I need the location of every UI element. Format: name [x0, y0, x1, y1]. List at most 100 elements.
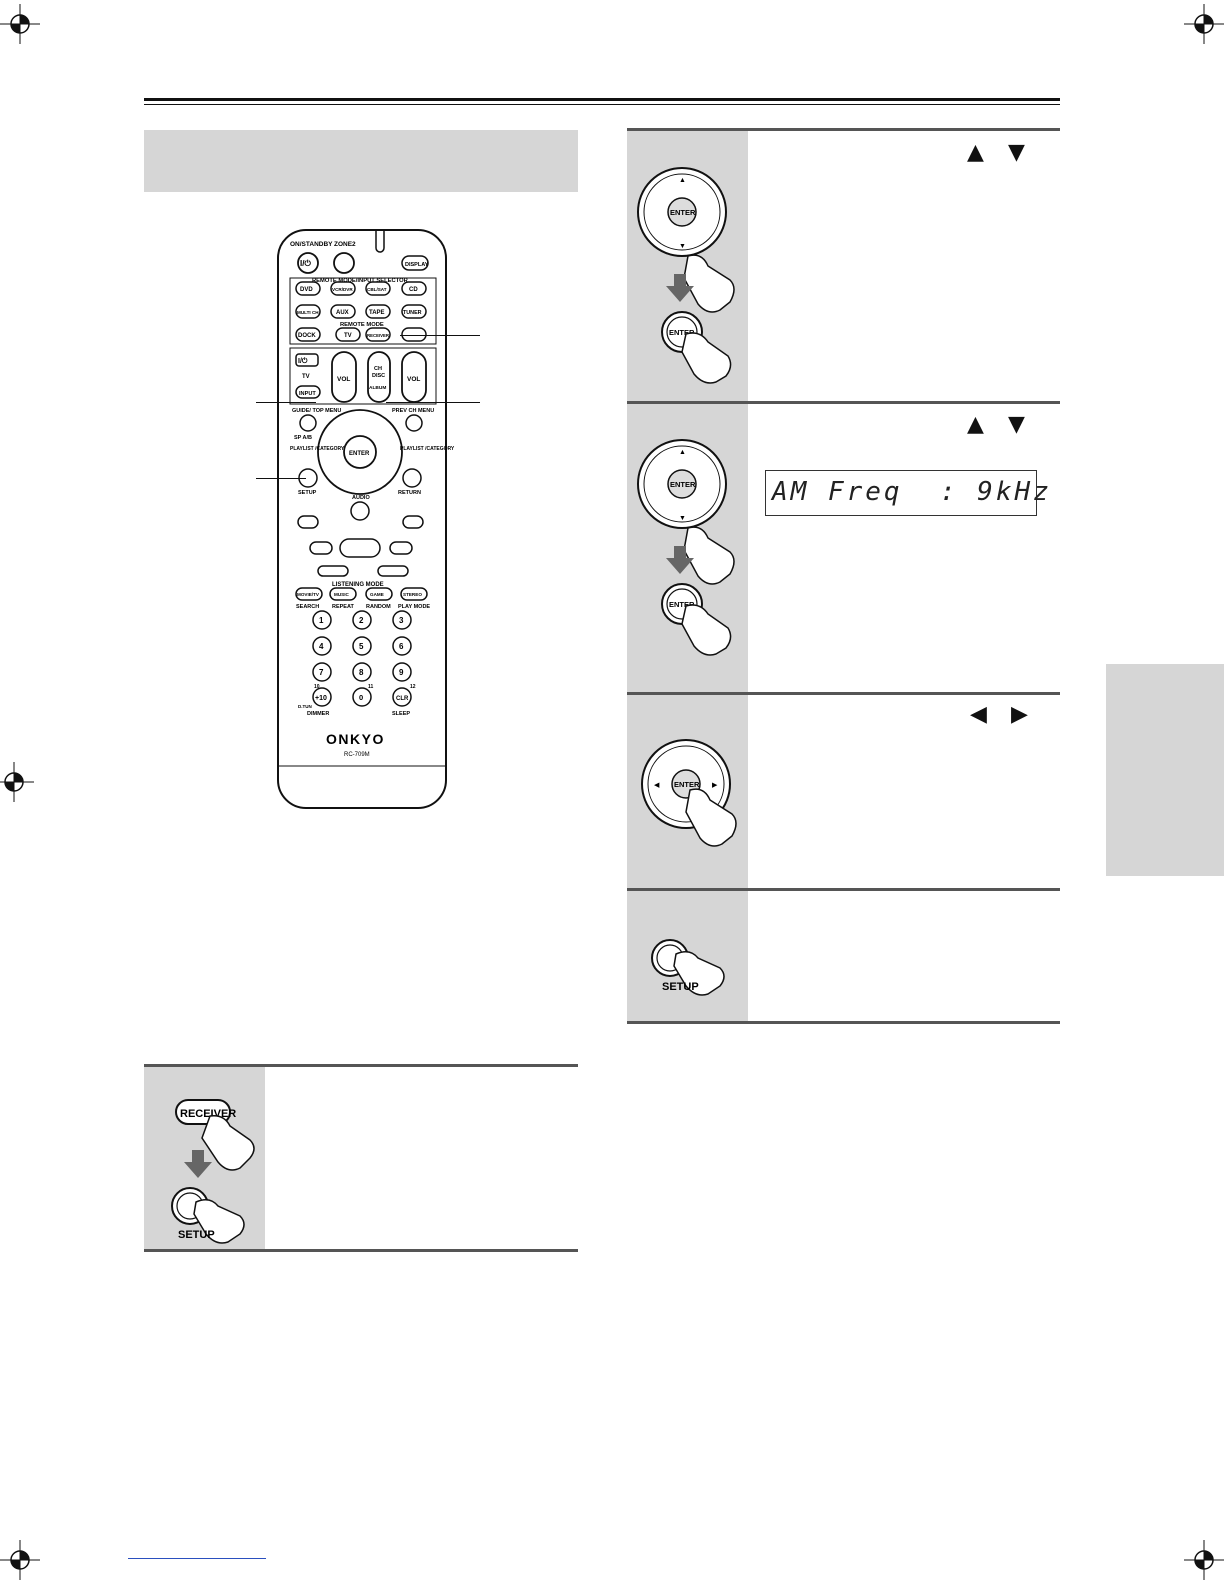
up-tick: ▲	[679, 449, 686, 456]
receiver-setup-illustration: RECEIVER SETUP	[171, 1099, 255, 1244]
remote-receiver-label: RECEIVER	[367, 333, 390, 338]
section-heading-banner	[144, 130, 578, 192]
remote-dtun-label: D.TUN	[298, 704, 312, 709]
remote-guide-label: GUIDE/ TOP MENU	[292, 408, 341, 414]
remote-zone2-button	[333, 252, 355, 274]
remote-plus10-label: +10	[315, 695, 327, 702]
footer-link-line	[128, 1558, 266, 1559]
remote-playlist-right-label: PLAYLIST /CATEGORY	[400, 446, 455, 452]
remote-number-keys: 1 2 3 4 5 6 7 8 9	[312, 610, 412, 682]
enter-down-illustration: ENTER ▲ ▼ ENTER	[637, 167, 735, 384]
enter-button-label: ENTER	[669, 328, 695, 337]
remote-multich-label: MULTI CH	[297, 310, 319, 315]
callout-line	[256, 478, 306, 479]
remote-mode-header: REMOTE MODE	[340, 322, 384, 328]
remote-on-standby-label: ON/STANDBY	[290, 241, 333, 248]
left-tick: ◀	[654, 782, 660, 789]
setup-press-illustration: SETUP	[651, 939, 725, 996]
remote-zero-label: 0	[359, 693, 363, 702]
remote-search-label: SEARCH	[296, 604, 319, 610]
left-arrow-icon: ◀	[970, 702, 987, 727]
remote-power-button	[297, 252, 319, 274]
up-arrow-icon: ▲	[967, 412, 984, 437]
remote-vol-label: VOL	[337, 376, 350, 383]
remote-tuner-label: TUNER	[403, 310, 422, 316]
enter-label: ENTER	[674, 780, 700, 789]
remote-repeat-label: REPEAT	[332, 604, 355, 610]
remote-aux-label: AUX	[336, 310, 349, 316]
down-arrow-icon: ▼	[1008, 412, 1025, 437]
remote-number-key-label: 7	[319, 668, 324, 677]
enter-label: ENTER	[670, 208, 696, 217]
remote-power-symbol: I/⏻	[300, 259, 311, 268]
remote-number-key	[392, 662, 412, 682]
remote-vol2-label: VOL	[407, 376, 420, 383]
side-tab	[1106, 664, 1224, 876]
enter-label: ENTER	[670, 480, 696, 489]
remote-disc-label: DISC	[372, 373, 385, 379]
callout-line	[400, 335, 480, 336]
lcd-display-text: AM Freq : 9kHz	[772, 477, 1052, 507]
enter-button-label: ENTER	[669, 600, 695, 609]
remote-number-key-label: 8	[359, 668, 364, 677]
remote-number-key	[352, 636, 372, 656]
remote-display-label: DISPLAY	[405, 262, 429, 268]
header-rule-thin	[144, 104, 1060, 105]
remote-tv-label: TV	[344, 333, 352, 339]
remote-movietv-label: MOVIE/TV	[297, 592, 320, 597]
down-tick: ▼	[679, 515, 686, 522]
enter-press-illustration: ENTER ◀ ▶	[641, 739, 737, 847]
remote-dvd-label: DVD	[300, 287, 313, 293]
remote-number-key-label: 4	[319, 642, 324, 651]
remote-12-label: 12	[410, 684, 416, 690]
remote-spab-label: SP A/B	[294, 435, 312, 441]
remote-number-key-label: 6	[399, 642, 404, 651]
remote-audio-label: AUDIO	[352, 495, 370, 501]
remote-enter-label: ENTER	[349, 451, 370, 457]
remote-tv-power-label: I/⏻	[298, 357, 308, 365]
remote-stereo-label: STEREO	[403, 592, 422, 597]
remote-number-key-label: 1	[319, 616, 324, 625]
remote-album-label: ALBUM	[369, 385, 386, 391]
remote-number-key	[392, 610, 412, 630]
remote-11-label: 11	[368, 684, 374, 690]
header-rule	[144, 98, 1060, 101]
up-tick: ▲	[679, 177, 686, 184]
setup-label: SETUP	[178, 1229, 215, 1241]
remote-number-key-label: 3	[399, 616, 404, 625]
enter-down-illustration-2: ENTER ▲ ▼ ENTER	[637, 439, 735, 656]
remote-number-key-label: 2	[359, 616, 364, 625]
remote-input-label: INPUT	[299, 391, 316, 397]
remote-music-label: MUSIC	[334, 592, 349, 597]
registration-mark-icon	[0, 1540, 40, 1580]
remote-10-label: 10	[314, 684, 320, 690]
lcd-display: AM Freq : 9kHz	[765, 470, 1049, 516]
remote-random-label: RANDOM	[366, 604, 391, 610]
remote-selector-header: REMOTE MODE/INPUT SELECTOR	[312, 278, 409, 284]
remote-return-label: RETURN	[398, 490, 421, 496]
remote-tv-section-label: TV	[302, 374, 310, 380]
registration-mark-icon	[0, 4, 40, 44]
remote-number-key-label: 5	[359, 642, 364, 651]
remote-game-label: GAME	[370, 592, 384, 597]
remote-number-key	[352, 610, 372, 630]
remote-dimmer-label: DIMMER	[307, 711, 329, 717]
registration-mark-icon	[1184, 1540, 1224, 1580]
remote-display-button	[401, 255, 429, 271]
remote-setup-label: SETUP	[298, 490, 317, 496]
remote-brand-logo: ONKYO	[326, 731, 385, 747]
remote-zone2-label: ZONE2	[334, 241, 356, 248]
remote-prevch-label: PREV CH MENU	[392, 408, 434, 414]
remote-number-key-label: 9	[399, 668, 404, 677]
callout-line	[256, 402, 316, 403]
remote-clr-label: CLR	[396, 696, 409, 702]
right-arrow-icon: ▶	[1011, 702, 1028, 727]
remote-cd-label: CD	[409, 287, 418, 293]
remote-number-key	[392, 636, 412, 656]
remote-number-key	[352, 662, 372, 682]
remote-number-key	[312, 610, 332, 630]
registration-mark-icon	[1184, 4, 1224, 44]
remote-dock-label: DOCK	[298, 333, 316, 339]
remote-vcr-label: VCR/DVR	[332, 287, 353, 292]
remote-listening-mode-label: LISTENING MODE	[332, 582, 384, 588]
